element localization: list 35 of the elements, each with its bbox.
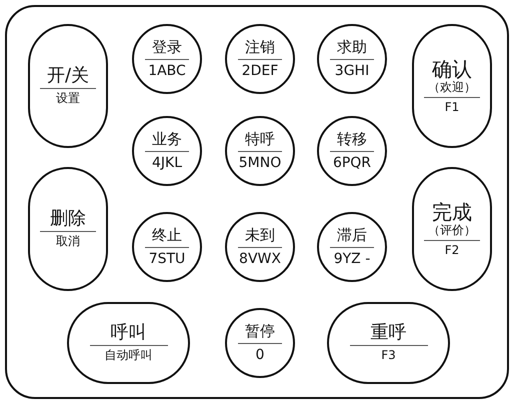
key-label: 呼叫 (110, 322, 146, 344)
key-label: 5MNO (238, 154, 282, 171)
key-label: F2 (444, 244, 460, 258)
key-label: 自动呼叫 (104, 349, 152, 364)
key-label: F1 (444, 100, 460, 114)
key-label: 注销 (245, 39, 275, 57)
key-label: F3 (381, 349, 396, 364)
key-label: 0 (256, 346, 264, 363)
key-label: 暂停 (245, 323, 275, 341)
key-label: （欢迎） (428, 80, 476, 94)
key-label: 登录 (152, 39, 182, 57)
key-label: 7STU (148, 250, 186, 267)
key-label: 终止 (152, 227, 182, 245)
key-label: 业务 (152, 131, 182, 149)
key-label: 2DEF (242, 62, 278, 79)
key-label: 4JKL (152, 154, 182, 171)
key-label: 滞后 (337, 227, 367, 245)
key-label: 8VWX (239, 250, 281, 267)
key-label: 确认 (432, 58, 472, 81)
key-label: 取消 (56, 235, 80, 250)
key-label: 重呼 (370, 322, 406, 344)
key-label: 完成 (432, 200, 472, 224)
key-label: 1ABC (148, 62, 186, 79)
key-label: 转移 (337, 131, 367, 149)
key-label: 求助 (337, 39, 367, 57)
key-label: 6PQR (332, 154, 372, 171)
key-label: 9YZ - (334, 250, 370, 267)
key-label: 删除 (50, 208, 86, 230)
key-label: 未到 (245, 227, 275, 245)
key-label: 设置 (56, 92, 80, 106)
key-label: 特呼 (245, 131, 275, 149)
key-label: （评价） (428, 224, 476, 238)
key-label: 开/关 (46, 66, 90, 86)
key-label: 3GHI (334, 62, 370, 79)
keypad-panel (5, 5, 509, 399)
